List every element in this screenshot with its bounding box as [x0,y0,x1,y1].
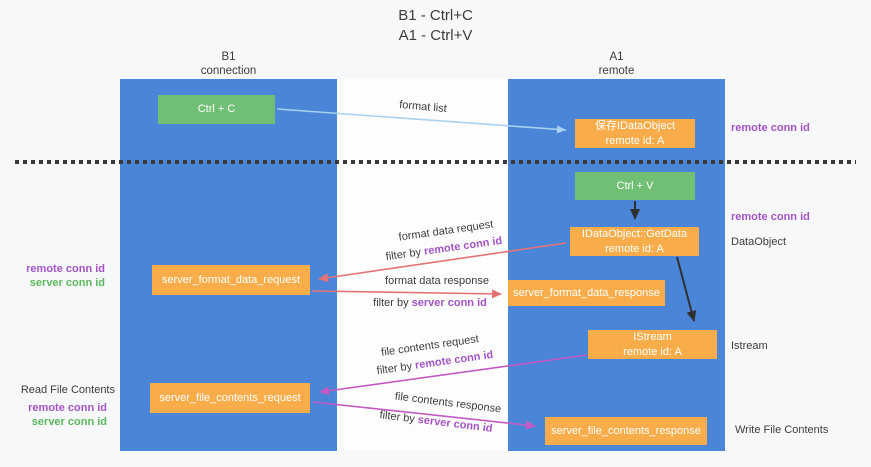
arrow-getdata-to-istream [676,256,697,322]
node-server-file-contents-request-label: server_file_contents_request [159,391,301,404]
right-remote-conn-id-mid: remote conn id [731,211,810,223]
node-idataobject-getdata: IDataObject::GetData remote id: A [570,227,699,256]
arrow-format-data-request [318,242,567,283]
node-idataobject-getdata-line2: remote id: A [605,242,664,255]
arrow-file-contents-response [312,401,536,430]
node-ctrl-c: Ctrl + C [158,95,275,124]
right-remote-conn-id-top: remote conn id [731,122,810,134]
left-remote-conn-id-1: remote conn id [26,263,105,275]
node-ctrl-c-label: Ctrl + C [197,103,236,116]
left-server-conn-id-1: server conn id [29,277,105,289]
node-server-format-data-request: server_format_data_request [152,265,310,295]
diagram-title: B1 - Ctrl+C A1 - Ctrl+V [0,6,871,47]
left-column-role: connection [200,64,257,77]
dataobject-label: DataObject [731,236,787,248]
node-server-file-contents-response-label: server_file_contents_response [551,424,701,437]
server-conn-id-text-1: server conn id [411,297,487,309]
left-server-conn-id-2: server conn id [31,416,107,428]
node-istream-line2: remote id: A [623,345,682,358]
node-ctrl-v-label: Ctrl + V [616,179,654,192]
node-server-file-contents-response: server_file_contents_response [545,417,707,445]
read-file-contents-label: Read File Contents [20,384,115,396]
node-server-file-contents-request: server_file_contents_request [150,383,310,413]
left-column-name: B1 [221,51,236,63]
right-column-header: A1 remote [508,51,725,79]
node-server-format-data-response: server_format_data_response [508,280,665,306]
lane-gap [335,79,510,451]
write-file-contents-label: Write File Contents [735,424,829,436]
istream-label: Istream [731,340,768,352]
left-column-header: B1 connection [120,51,337,79]
node-save-idataobject: 保存IDataObject remote id: A [575,119,695,148]
right-column-role: remote [598,64,635,77]
node-istream: IStream remote id: A [588,330,717,359]
right-column-name: A1 [609,51,624,63]
arrow-file-contents-request [319,354,588,396]
title-line-2: A1 - Ctrl+V [398,27,473,45]
filter-by-server-conn-id-label-1: filter by server conn id [373,297,487,309]
arrow-format-list [276,108,567,134]
node-server-format-data-request-label: server_format_data_request [161,273,301,286]
format-data-response-label: format data response [385,275,489,287]
node-ctrl-v: Ctrl + V [575,172,695,200]
node-server-format-data-response-label: server_format_data_response [513,286,660,299]
node-save-idataobject-line2: remote id: A [605,134,665,147]
title-line-1: B1 - Ctrl+C [398,7,473,24]
left-remote-conn-id-2: remote conn id [28,402,107,414]
arrow-format-data-response [311,289,502,299]
filter-prefix-2: filter by [373,297,412,309]
node-save-idataobject-line1: 保存IDataObject [594,120,676,133]
dashed-separator-line [15,160,856,164]
node-istream-line1: IStream [633,331,672,344]
node-idataobject-getdata-line1: IDataObject::GetData [581,228,688,241]
